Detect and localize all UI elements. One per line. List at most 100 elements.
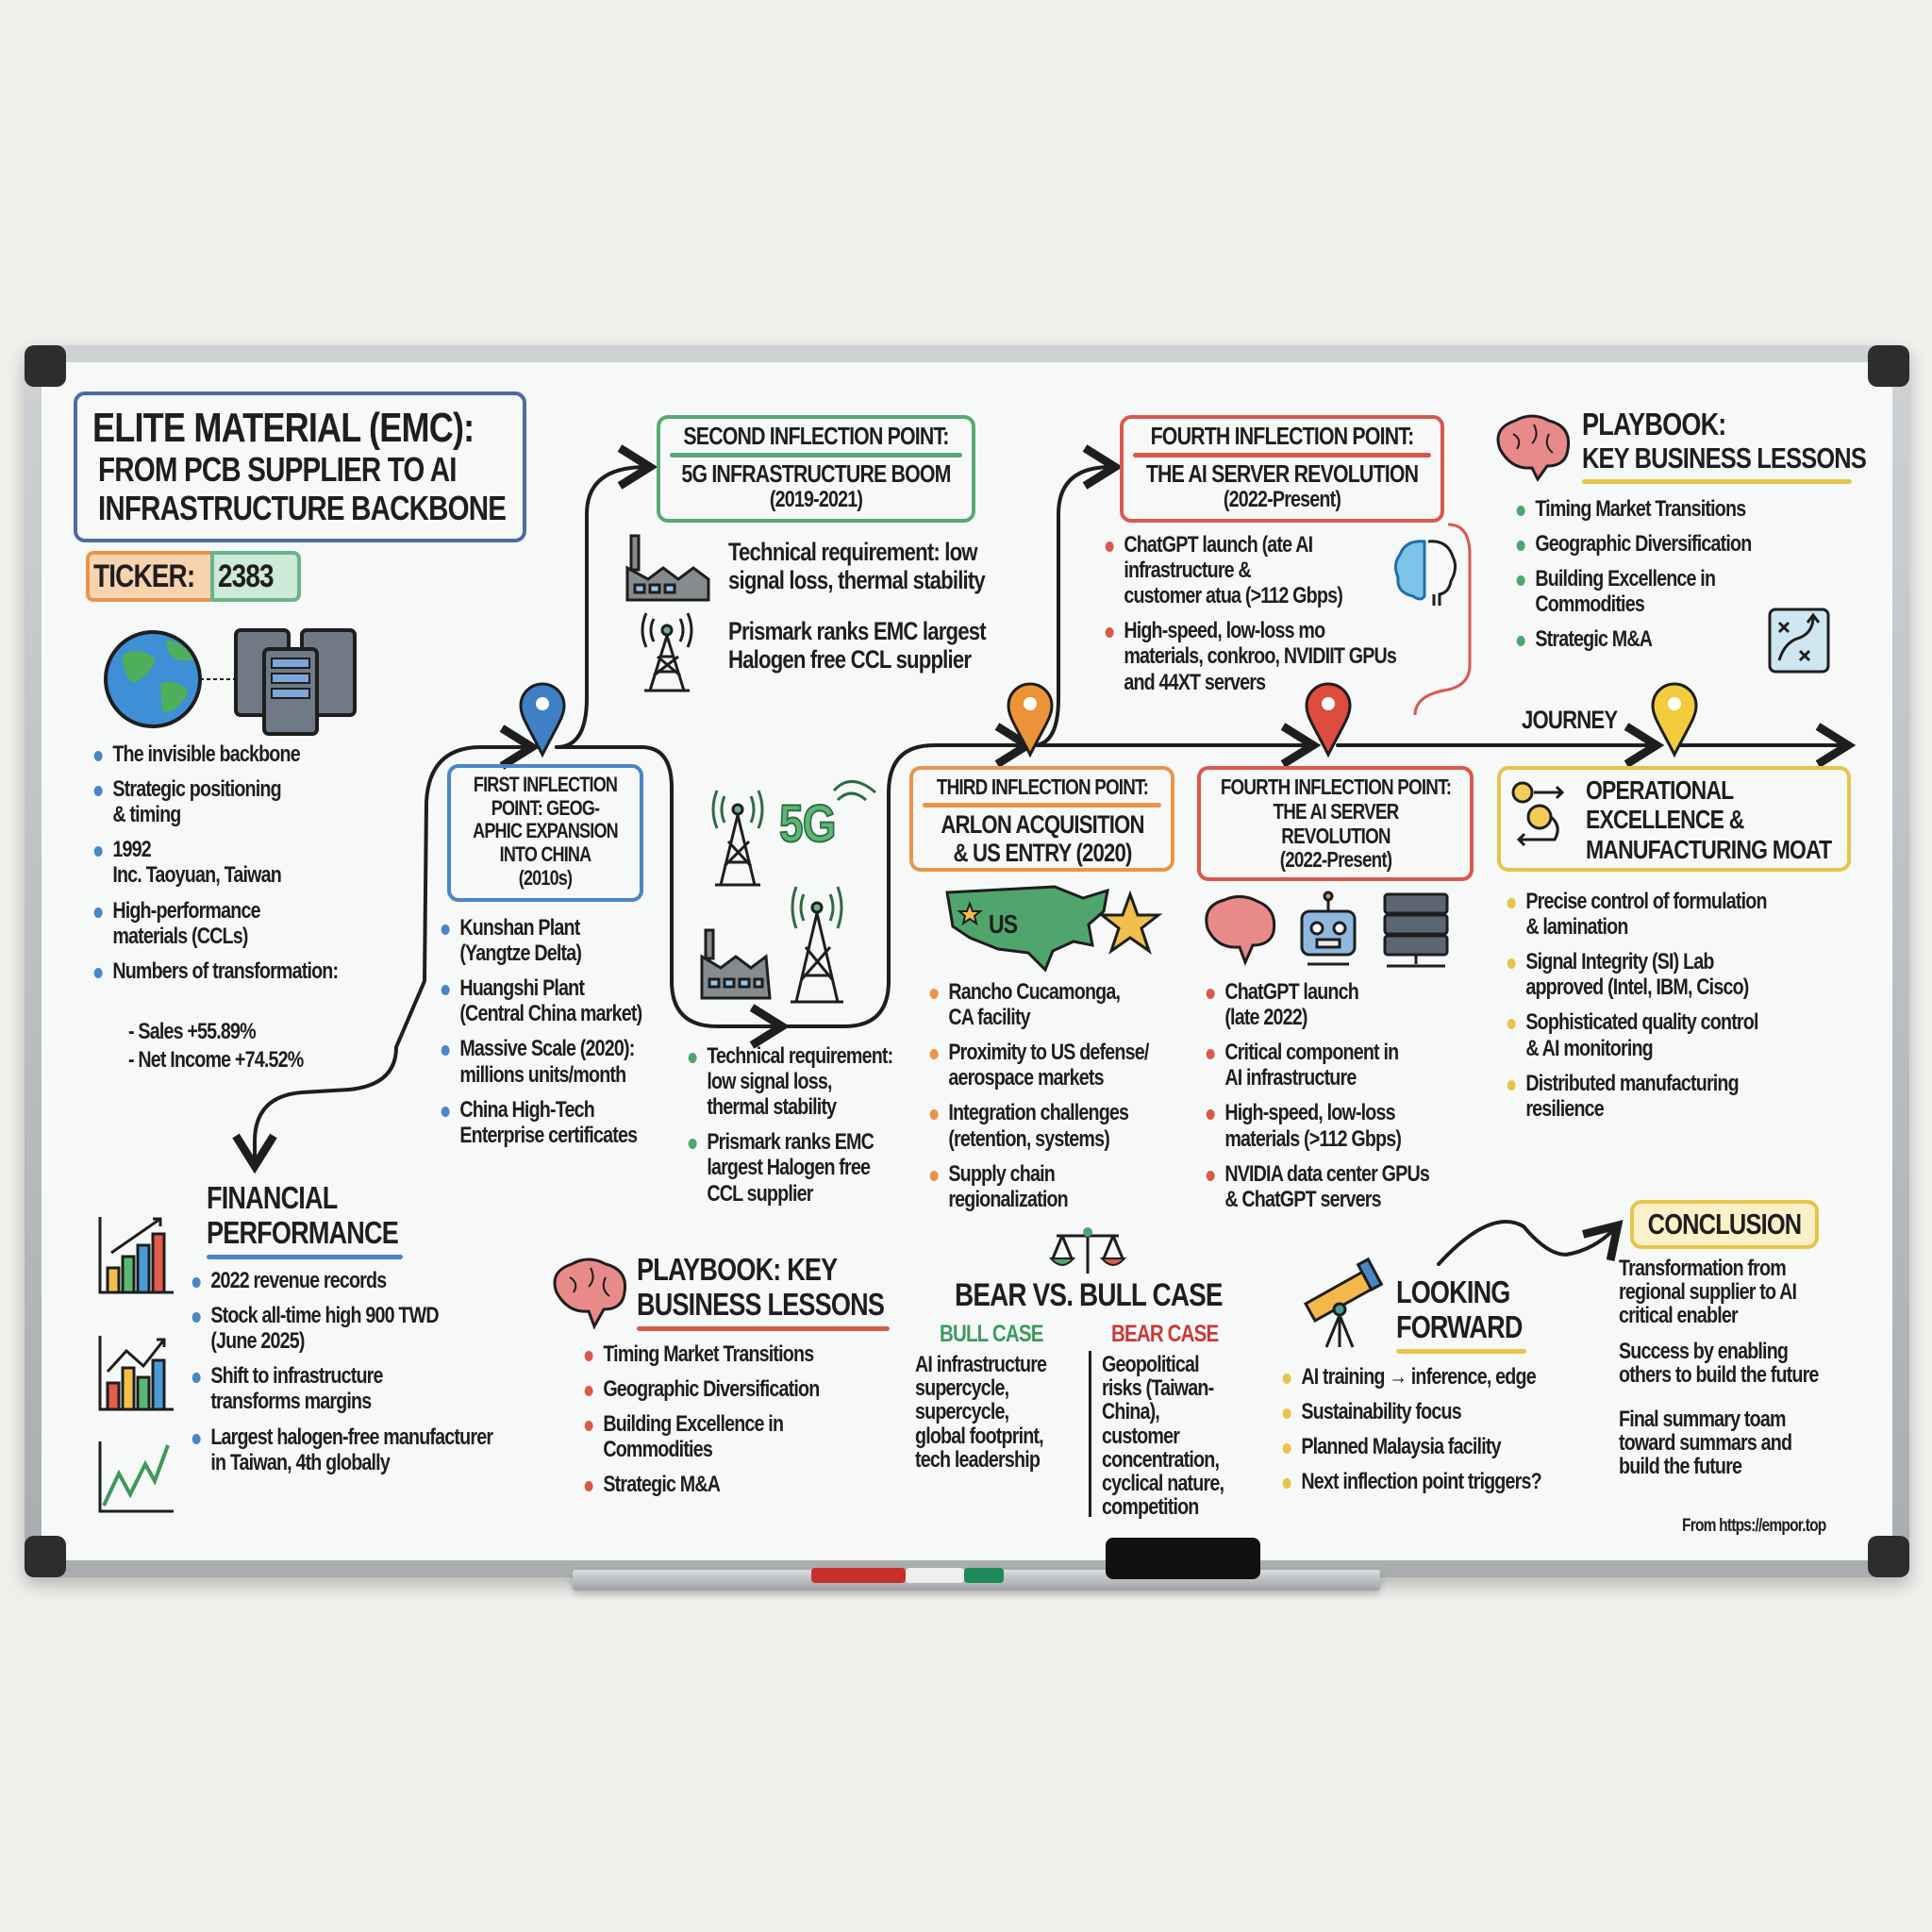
pin-yellow-icon	[1651, 682, 1698, 758]
connector-to-financial	[232, 1045, 398, 1174]
cell-tower-icon	[641, 612, 693, 692]
fourth-inflection-top-subtitle: THE AI SERVER REVOLUTION	[1145, 459, 1419, 489]
conclusion-paragraph: Success by enabling others to build the …	[1619, 1339, 1819, 1389]
sales-growth: - Sales +55.89%	[128, 1019, 257, 1044]
red-marker[interactable]	[811, 1568, 906, 1583]
list-item: The invisible backbone	[92, 741, 338, 767]
list-item: Largest halogen-free manufacturer in Tai…	[191, 1424, 493, 1475]
playbook-top-title: PLAYBOOK:	[1582, 407, 1726, 441]
list-item: High-speed, low-loss materials (>112 Gbp…	[1205, 1100, 1429, 1152]
us-map-illustration	[945, 885, 1163, 973]
list-item: High-speed, low-loss mo materials, conkr…	[1104, 618, 1397, 695]
list-item: Strategic M&A	[1515, 626, 1751, 652]
first-inflection-bullets: Kunshan Plant (Yangtze Delta)Huangshi Pl…	[440, 915, 642, 1158]
list-item: Technical requirement: low signal loss, …	[687, 1043, 893, 1120]
looking-forward-title: LOOKING FORWARD	[1396, 1274, 1523, 1344]
net-income-growth: - Net Income +74.52%	[128, 1047, 304, 1073]
list-item: Precise control of formulation & laminat…	[1506, 889, 1767, 940]
green-marker[interactable]	[964, 1568, 1004, 1583]
bear-bull-title: BEAR VS. BULL CASE	[955, 1277, 1224, 1313]
playbook-top-subtitle: KEY BUSINESS LESSONS	[1582, 441, 1867, 475]
globe-server-illustration	[104, 628, 357, 736]
list-item: Strategic positioning & timing	[92, 776, 338, 827]
ticker-label: TICKER:	[93, 558, 195, 594]
underline	[1582, 478, 1852, 484]
bull-case-text: AI infrastructure supercycle, supercycle…	[915, 1352, 1047, 1473]
brain-icon	[1496, 414, 1571, 482]
gears-cycle-icon	[1511, 781, 1565, 847]
second-inflection-period: (2019-2021)	[769, 487, 863, 513]
playbook-bottom-header: PLAYBOOK: KEY BUSINESS LESSONS	[637, 1252, 939, 1335]
fourth-inflection-bullets: ChatGPT launch (late 2022) Critical compo…	[1205, 979, 1430, 1222]
whiteboard-surface	[42, 362, 1892, 1560]
conclusion-box: CONCLUSION	[1630, 1200, 1819, 1249]
eraser[interactable]	[1106, 1538, 1260, 1579]
list-item: Huangshi Plant (Central China market)	[440, 975, 642, 1026]
underline	[637, 1325, 890, 1331]
list-item: High-performance materials (CCLs)	[92, 898, 338, 949]
title-box: ELITE MATERIAL (EMC): FROM PCB SUPPLIER …	[74, 391, 526, 542]
fourth-inflection-top-bullets: ChatGPT launch (ate AI infrastructure & …	[1104, 532, 1397, 705]
second-inflection-title: SECOND INFLECTION POINT:	[683, 422, 949, 450]
bull-case-label: BULL CASE	[940, 1321, 1043, 1347]
list-item: Supply chain regionalization	[928, 1161, 1148, 1212]
brain-circuit-icon	[1393, 540, 1457, 606]
list-item: Critical component in AI infrastructure	[1205, 1040, 1429, 1091]
bar-chart-up-icon	[98, 1217, 174, 1294]
list-item: AI training → inference, edge	[1281, 1364, 1541, 1390]
strategy-map-icon	[1768, 608, 1830, 674]
server-rack-icon	[234, 628, 357, 736]
operational-title: OPERATIONAL EXCELLENCE & MANUFACTURING M…	[1586, 775, 1832, 864]
operational-bullets: Precise control of formulation & laminat…	[1506, 889, 1767, 1131]
connector-to-fourth	[1031, 444, 1124, 747]
scales-icon	[1048, 1227, 1127, 1274]
second-inflection-icons	[625, 534, 710, 692]
list-item: Sophisticated quality control & AI monit…	[1506, 1009, 1767, 1061]
connector-to-second	[555, 444, 658, 749]
list-item: ChatGPT launch (late 2022)	[1205, 979, 1429, 1030]
underline	[207, 1254, 403, 1259]
list-item: Geographic Diversification	[1515, 531, 1752, 557]
list-item: Geographic Diversification	[583, 1376, 820, 1402]
second-inflection-box: SECOND INFLECTION POINT: 5G INFRASTRUCTU…	[657, 415, 975, 523]
bear-case-text: Geopolitical risks (Taiwan- China), cust…	[1102, 1352, 1224, 1521]
fourth-inflection-top-title: FOURTH INFLECTION POINT:	[1150, 422, 1415, 450]
third-inflection-title: THIRD INFLECTION POINT:	[936, 774, 1148, 799]
page-subtitle: FROM PCB SUPPLIER TO AI INFRASTRUCTURE B…	[98, 450, 507, 527]
connector-first-down	[555, 745, 791, 1049]
list-item: Rancho Cucamonga, CA facility	[928, 979, 1148, 1030]
conclusion-title: CONCLUSION	[1647, 1208, 1803, 1241]
playbook-top-header: PLAYBOOK: KEY BUSINESS LESSONS	[1582, 407, 1928, 488]
5g-illustration	[700, 780, 876, 1004]
list-item: Numbers of transformation:	[92, 958, 339, 984]
brain-icon	[1205, 895, 1276, 966]
bear-bull-divider	[1089, 1351, 1091, 1517]
playbook-bottom-title: PLAYBOOK: KEY BUSINESS LESSONS	[637, 1252, 885, 1322]
star-icon	[1097, 890, 1163, 955]
fourth-inflection-top-period: (2022-Present)	[1223, 487, 1341, 513]
frame-corner	[1868, 345, 1909, 387]
cell-tower-icon	[791, 886, 843, 1004]
cell-tower-icon	[711, 790, 764, 887]
list-item: Shift to infrastructure transforms margi…	[191, 1363, 492, 1414]
robot-icon	[1300, 891, 1357, 966]
list-item: Prismark ranks EMC largest Halogen free …	[687, 1129, 892, 1207]
second-inflection-item: Prismark ranks EMC largest Halogen free …	[728, 617, 987, 675]
ticker-value-box: 2383	[210, 551, 301, 603]
globe-icon	[104, 630, 202, 728]
factory-icon	[625, 534, 710, 602]
divider	[1133, 453, 1431, 458]
frame-corner	[1868, 1536, 1909, 1577]
list-item: ChatGPT launch (ate AI infrastructure & …	[1104, 532, 1396, 608]
bear-case-label: BEAR CASE	[1111, 1321, 1219, 1347]
conclusion-paragraph: Transformation from regional supplier to…	[1619, 1256, 1797, 1329]
looking-forward-header: LOOKING FORWARD	[1396, 1274, 1550, 1357]
5g-bullets: Technical requirement: low signal loss, …	[687, 1043, 893, 1216]
frame-corner	[25, 1536, 66, 1577]
